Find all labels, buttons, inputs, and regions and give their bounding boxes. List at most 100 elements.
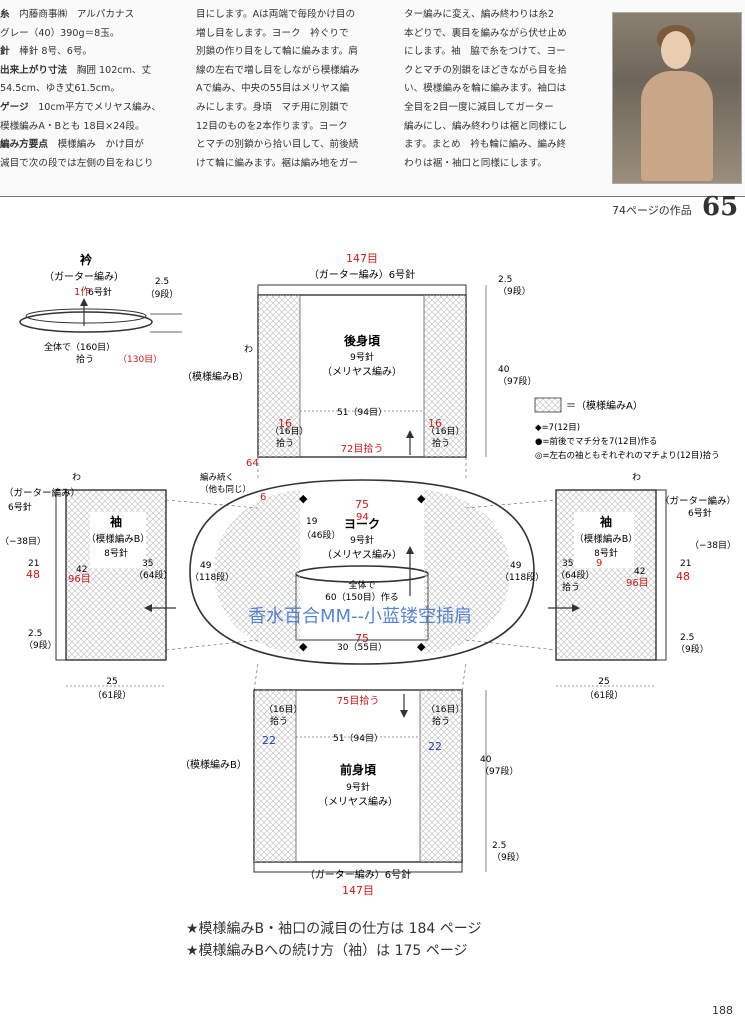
yoke-depth: 19 <box>306 517 318 527</box>
yoke-total-2: 60（150目）作る <box>325 591 399 603</box>
collar-title: 衿 <box>80 252 92 267</box>
front-pick-right: （16目） <box>426 704 464 715</box>
front-pattern-a-right <box>420 690 462 862</box>
left-sleeve-bottom: 25 <box>106 677 117 687</box>
front-body-piece: 前身頃 9号針 （メリヤス編み） 51（94目） 75目拾う （ガーター編み）6… <box>180 689 525 897</box>
legend-line-1: ◆=7(12目) <box>535 423 580 433</box>
back-arrow-head <box>406 430 414 438</box>
front-width: 51（94目） <box>333 733 383 744</box>
front-bottom-label: （ガーター編み）6号針 <box>305 868 411 881</box>
left-sleeve-wa: わ <box>72 472 81 483</box>
back-top-label: （ガーター編み）6号針 <box>309 268 415 281</box>
front-garter-band <box>253 861 463 873</box>
left-sleeve-hem: 2.5 <box>28 629 42 639</box>
right-sleeve-top: （ガーター編み） <box>660 495 736 507</box>
right-sleeve-sub: （模様編みB） <box>574 533 638 545</box>
back-pick-right: （16目） <box>426 426 464 437</box>
page-note: 74ページの作品 <box>612 204 692 217</box>
right-sleeve-label-bg <box>574 512 634 568</box>
collar-side: 2.5 <box>155 277 169 287</box>
back-body-piece: （ガーター編み）6号針 147目 後身頃 9号針 （メリヤス編み） 51（94目… <box>182 252 536 469</box>
left-sleeve-top-needle: 6号針 <box>8 501 32 513</box>
yoke-continue-2: （他も同じ） <box>200 484 251 495</box>
left-sleeve-needle: 8号針 <box>104 547 128 559</box>
left-sleeve-cuff <box>55 489 67 661</box>
yoke-arrow-head <box>406 546 414 554</box>
yoke-outer-outline <box>189 479 535 665</box>
left-sleeve-title: 袖 <box>110 514 122 529</box>
diamond-marker: ◆ <box>299 640 308 653</box>
front-blue-22: 22 <box>428 740 442 753</box>
back-pattern-a-right <box>424 295 466 457</box>
spec-line: 針 棒針 8号、6号。 <box>0 46 93 58</box>
yoke-red-75: 75 <box>355 632 369 645</box>
front-pattern-b: （模様編みB） <box>180 758 247 771</box>
collar-sub: （ガーター編み） <box>44 270 124 283</box>
right-sleeve-red-9: 9 <box>596 558 602 569</box>
collar-red-needle: 1作 <box>74 286 90 298</box>
left-sleeve-top: （ガーター編み） <box>4 487 80 499</box>
back-red-16: 16 <box>428 417 442 430</box>
right-sleeve-width: 42 <box>634 567 645 577</box>
legend-line-2: ●=前後でマチ分を7(12目)作る <box>535 436 657 447</box>
left-sleeve-red-48: 48 <box>26 568 40 581</box>
right-sleeve-wa: わ <box>632 472 641 483</box>
back-height-rows: （97段） <box>498 375 536 387</box>
back-hem-rows: （9段） <box>498 285 531 297</box>
legend-line-3: ◎=左右の袖ともそれぞれのマチより(12目)拾う <box>535 450 720 461</box>
spec-line: 編み方要点 模様編み かけ目が <box>0 139 144 151</box>
back-top-red: 147目 <box>346 252 378 265</box>
page-number: 65 <box>702 192 739 222</box>
back-width: 51（94目） <box>337 407 387 418</box>
yoke-width-right: 49 <box>510 561 522 571</box>
right-sleeve-red-48: 48 <box>676 570 690 583</box>
spec-line: グレー（40）390g＝8玉。 <box>0 27 120 39</box>
right-sleeve-side-rows: （−38目） <box>690 540 736 551</box>
yoke-neck-opening <box>295 565 429 583</box>
note-line-1: ★模様編みB・袖口の減目の仕方は 184 ページ <box>186 921 482 937</box>
footer-page-number: 188 <box>712 1004 733 1017</box>
left-sleeve-side-rows: （−38目） <box>0 536 46 547</box>
footnotes: ★模様編みB・袖口の減目の仕方は 184 ページ ★模様編みBへの続け方（袖）は… <box>186 918 482 962</box>
back-pick-word: 拾う <box>432 437 450 449</box>
front-title: 前身頃 <box>340 762 377 777</box>
legend-box-label: ＝（模様編みA） <box>566 399 643 412</box>
yoke-pattern-a-left-lower <box>214 572 300 654</box>
back-needle: 9号針 <box>350 351 374 363</box>
yoke-needle: 9号針 <box>350 534 374 546</box>
back-red-16: 16 <box>278 417 292 430</box>
yoke-red-94: 94 <box>356 512 369 523</box>
yoke-total: 全体で <box>348 579 375 591</box>
yoke-width-left: 49 <box>200 561 212 571</box>
front-blue-22: 22 <box>262 734 276 747</box>
back-red-64: 64 <box>246 458 259 469</box>
right-sleeve-bottom-rows: （61段） <box>585 689 623 701</box>
right-sleeve-arrow-head <box>572 604 580 612</box>
left-sleeve-sub: （模様編みB） <box>86 533 150 545</box>
diamond-marker: ◆ <box>417 492 426 505</box>
left-sleeve-length: 35 <box>142 559 153 569</box>
model-photo <box>612 12 742 184</box>
front-pick-word: 拾う <box>432 715 450 727</box>
back-pattern-b: （模様編みB） <box>182 370 249 383</box>
right-sleeve-bottom: 25 <box>598 677 609 687</box>
collar-piece: 衿 （ガーター編み） 1作 6号針 2.5 （9段） 全体で（160目） 拾う … <box>19 252 182 365</box>
collar-outer-ring <box>19 311 153 333</box>
yoke-pattern-a-right-lower <box>424 572 510 654</box>
front-hem-rows: （9段） <box>492 851 525 863</box>
front-pick-left: （16目） <box>264 704 302 715</box>
yoke-sub: （メリヤス編み） <box>322 548 402 561</box>
front-pick-word: 拾う <box>270 715 288 727</box>
watermark-text: 香水百合MM--小蓝镂空插肩 <box>248 606 472 627</box>
right-sleeve-pick: 拾う <box>562 581 580 593</box>
left-sleeve-label-bg <box>90 512 146 568</box>
left-sleeve-arrow-head <box>144 604 152 612</box>
collar-side-rows: （9段） <box>146 288 179 300</box>
yoke-red-6: 6 <box>260 492 266 503</box>
collar-bottom: 全体で（160目） <box>44 341 115 353</box>
right-sleeve-top-needle: 6号針 <box>688 507 712 519</box>
front-needle: 9号針 <box>346 781 370 793</box>
front-height: 40 <box>480 755 492 765</box>
right-sleeve-hem-rows: （9段） <box>676 643 709 655</box>
back-sub: （メリヤス編み） <box>322 365 402 378</box>
